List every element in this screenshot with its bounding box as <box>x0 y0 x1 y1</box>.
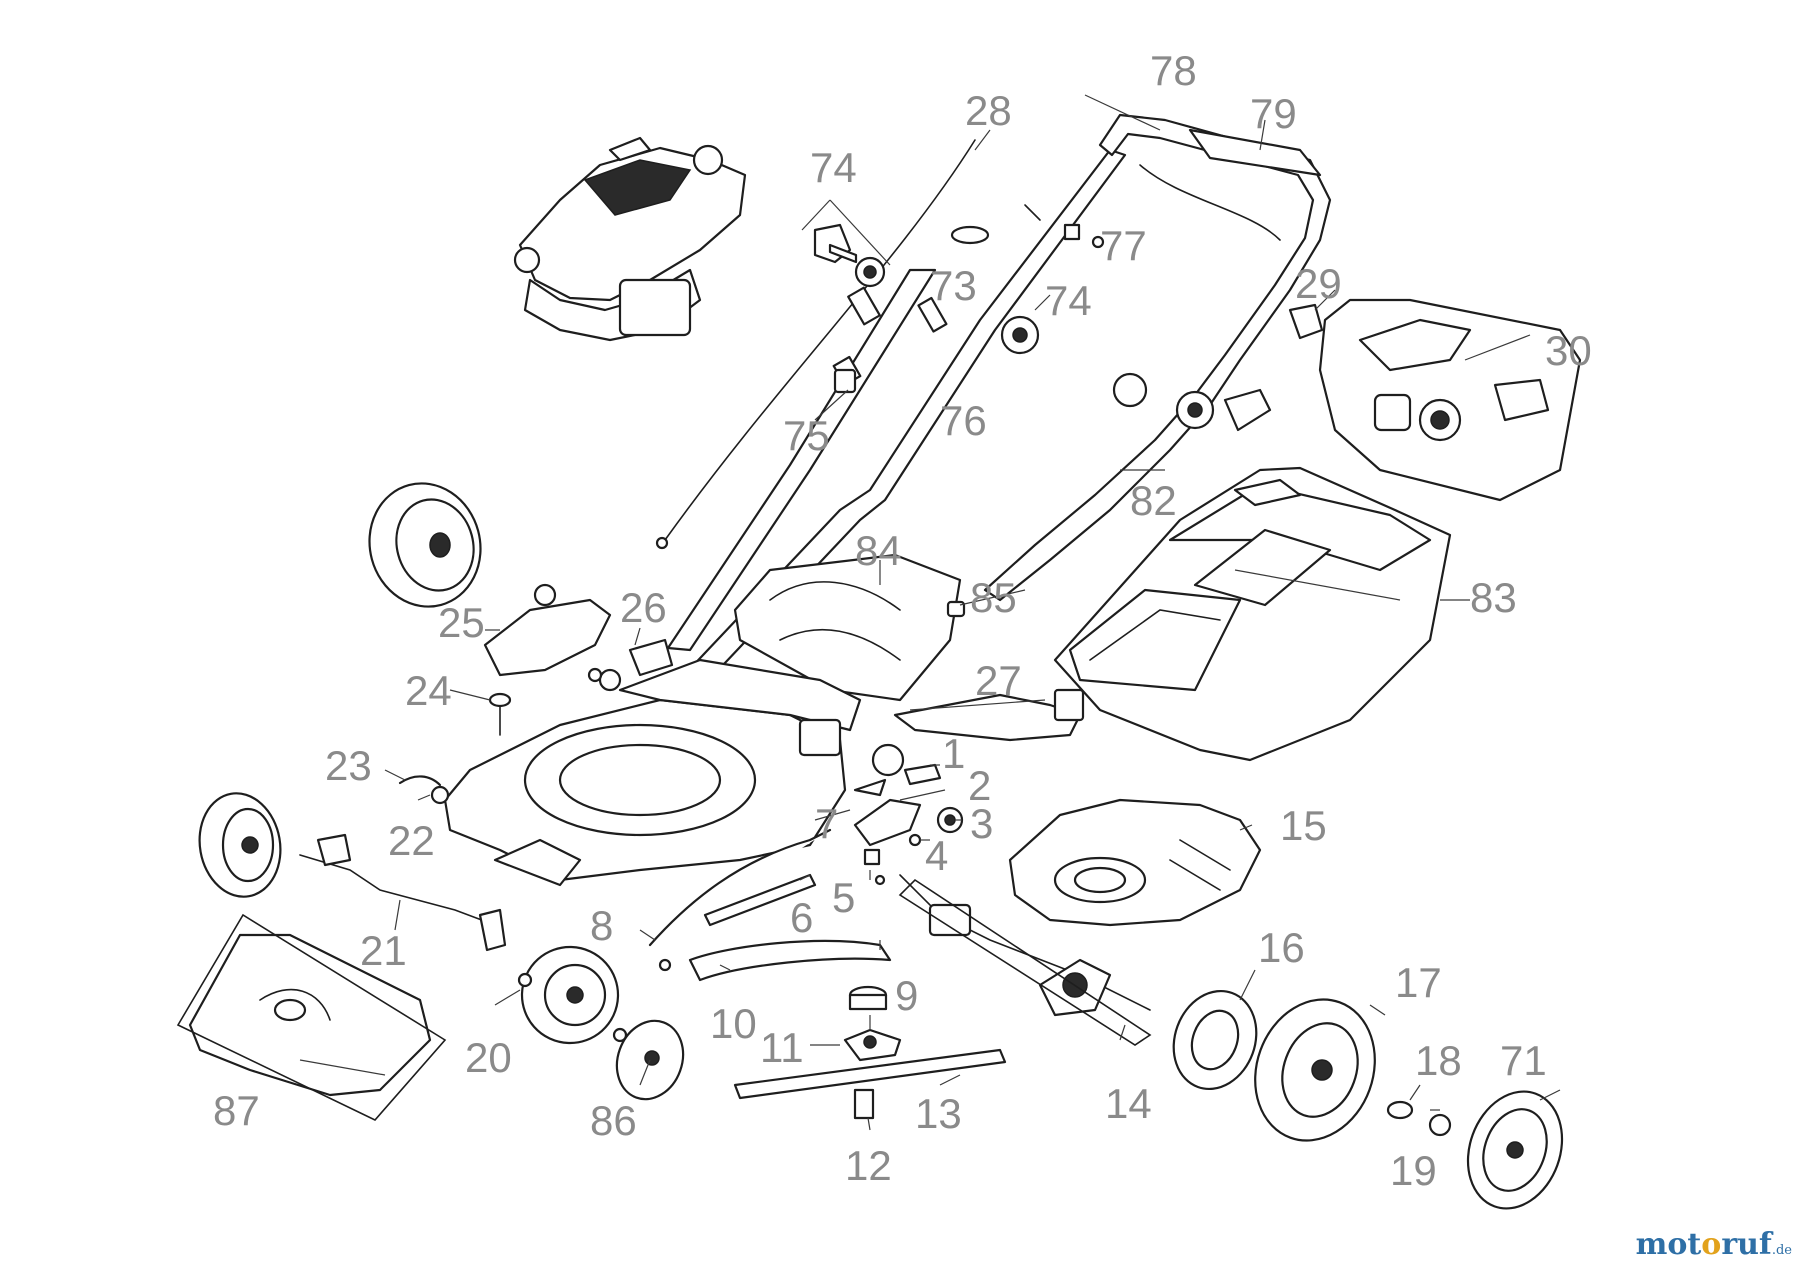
callout-9: 9 <box>895 972 918 1019</box>
part-1-bolt <box>871 743 942 786</box>
callout-87: 87 <box>213 1087 260 1134</box>
callout-23: 23 <box>325 742 372 789</box>
part-82-handle-mounts <box>1112 372 1272 471</box>
part-14-drive-axle <box>898 874 1152 1046</box>
callout-86: 86 <box>590 1097 637 1144</box>
callout-26: 26 <box>620 584 667 631</box>
callout-14: 14 <box>1105 1080 1152 1127</box>
part-77-fixings <box>1024 204 1105 249</box>
callout-83: 83 <box>1470 574 1517 621</box>
callout-27: 27 <box>975 657 1022 704</box>
callout-76: 76 <box>940 397 987 444</box>
part-5-pin <box>863 848 886 886</box>
callout-75: 75 <box>783 412 830 459</box>
callout-1: 1 <box>942 730 965 777</box>
part-10-belt <box>688 939 892 982</box>
part-71-hubcap <box>1466 1090 1564 1210</box>
callout-78: 78 <box>1150 47 1197 94</box>
part-17-rear-wheel <box>1254 998 1376 1142</box>
part-29-clip <box>1288 303 1324 340</box>
part-74-bracket-left <box>801 199 891 288</box>
callout-4: 4 <box>925 832 948 879</box>
callout-25: 25 <box>438 599 485 646</box>
callout-24: 24 <box>405 667 452 714</box>
part-26-height-adjuster <box>587 638 674 692</box>
motoruf-watermark: motoruf.de <box>1636 1227 1792 1262</box>
callout-73: 73 <box>930 262 977 309</box>
callout-29: 29 <box>1295 260 1342 307</box>
part-23-spring <box>398 775 442 787</box>
callout-15: 15 <box>1280 802 1327 849</box>
part-8-lever <box>648 828 832 972</box>
part-78-upper-handle <box>983 113 1332 602</box>
wheel-front-left <box>198 792 282 898</box>
part-83-grass-catcher <box>1053 466 1452 762</box>
part-84-rear-flap <box>733 553 962 702</box>
part-12-bolt <box>853 1088 875 1120</box>
callout-20: 20 <box>465 1034 512 1081</box>
part-75-bracket <box>814 368 857 421</box>
callout-11: 11 <box>760 1024 804 1071</box>
part-6-spring <box>703 873 817 927</box>
callout-17: 17 <box>1395 959 1442 1006</box>
callout-5: 5 <box>832 874 855 921</box>
callout-7: 7 <box>815 800 838 847</box>
callout-82: 82 <box>1130 477 1177 524</box>
part-73-label <box>917 225 990 333</box>
callout-28: 28 <box>965 87 1012 134</box>
callout-77: 77 <box>1100 222 1147 269</box>
part-16-hub <box>1172 989 1258 1091</box>
callout-8: 8 <box>590 902 613 949</box>
callout-74-left: 74 <box>810 144 857 191</box>
callout-19: 19 <box>1390 1147 1437 1194</box>
callout-30: 30 <box>1545 327 1592 374</box>
callout-labels: 1 2 3 4 5 6 7 8 9 10 11 12 13 14 15 16 1… <box>213 47 1592 1194</box>
mower-deck <box>443 658 862 887</box>
part-13-blade <box>733 1048 1007 1100</box>
part-87-front-cover <box>176 913 447 1121</box>
part-25-cover <box>483 583 612 677</box>
leader-lines <box>299 94 1561 1131</box>
callout-3: 3 <box>970 800 993 847</box>
part-18-washer <box>1386 1100 1414 1120</box>
part-74-bracket-right <box>1000 294 1051 355</box>
callout-2: 2 <box>968 762 991 809</box>
callout-6: 6 <box>790 894 813 941</box>
callout-71: 71 <box>1500 1037 1547 1084</box>
watermark-tld: .de <box>1771 1243 1792 1258</box>
part-15-deflector <box>1008 798 1262 927</box>
callout-16: 16 <box>1258 924 1305 971</box>
part-85-clip <box>946 600 966 618</box>
part-20-wheel <box>517 945 620 1045</box>
part-24-bolt <box>488 692 512 736</box>
part-2-bracket <box>853 798 922 847</box>
watermark-suffix: ruf <box>1721 1227 1772 1262</box>
part-7-link <box>853 778 887 797</box>
part-30-rear-cover <box>1318 298 1582 502</box>
callout-18: 18 <box>1415 1037 1462 1084</box>
part-19-nut <box>1428 1113 1452 1137</box>
watermark-prefix: mot <box>1635 1227 1702 1262</box>
wheel-upper-left <box>368 482 482 608</box>
callout-12: 12 <box>845 1142 892 1189</box>
callout-85: 85 <box>970 574 1017 621</box>
callout-13: 13 <box>915 1090 962 1137</box>
part-22-nut <box>430 785 450 805</box>
part-21-axle <box>299 833 507 952</box>
callout-22: 22 <box>388 817 435 864</box>
part-27-mulch-plug <box>893 688 1085 742</box>
engine <box>513 136 747 342</box>
part-9-pulley <box>848 985 888 1011</box>
callout-21: 21 <box>360 927 407 974</box>
callout-79: 79 <box>1250 90 1297 137</box>
watermark-accent: o <box>1701 1227 1722 1262</box>
callout-10: 10 <box>710 1000 757 1047</box>
callout-74-right: 74 <box>1045 277 1092 324</box>
part-11-adapter <box>843 1028 902 1062</box>
part-28-cable <box>655 139 976 550</box>
callout-84: 84 <box>855 527 902 574</box>
part-4-washer <box>908 833 922 847</box>
